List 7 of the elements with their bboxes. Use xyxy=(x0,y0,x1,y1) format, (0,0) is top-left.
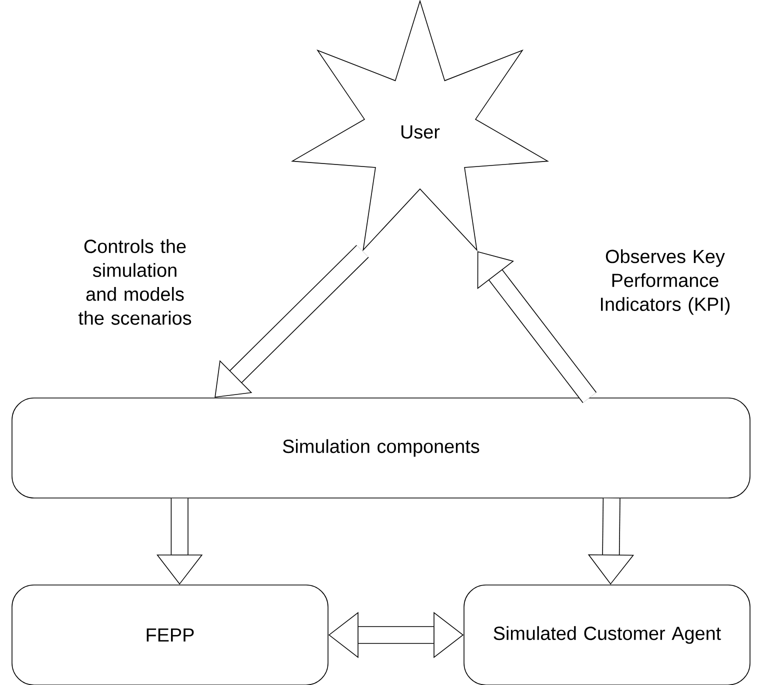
process-box: Simulated Customer Agent xyxy=(464,584,750,685)
process-box: FEPP xyxy=(12,584,328,685)
block-arrow xyxy=(477,251,597,403)
edge-label: Controls the simulation and models the scenarios xyxy=(78,239,192,325)
block-arrow xyxy=(214,244,369,398)
process-box: Simulation components xyxy=(12,398,750,498)
edge-label: Observes Key Performance Indicators (KPI) xyxy=(601,249,730,315)
